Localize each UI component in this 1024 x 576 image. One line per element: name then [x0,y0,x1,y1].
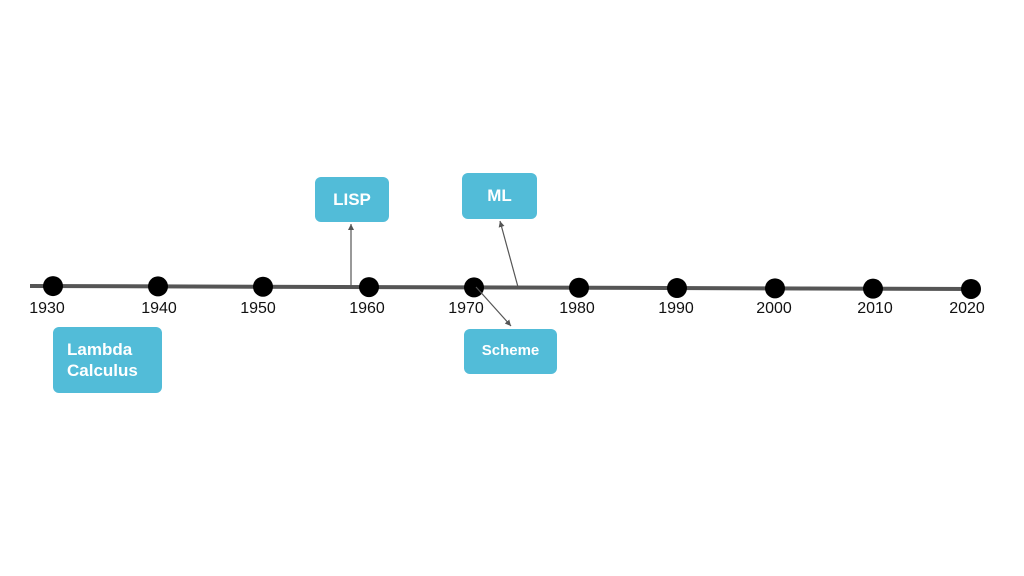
ml-label: ML [487,186,512,206]
lisp-label: LISP [333,189,371,209]
year-label-1930: 1930 [29,300,65,317]
year-label-2010: 2010 [857,300,893,317]
year-label-1970: 1970 [448,300,484,317]
year-label-1980: 1980 [559,300,595,317]
lambda-calculus-label: Lambda Calculus [67,339,138,380]
ml-connector-arrow [498,220,519,288]
scheme-label: Scheme [481,342,540,360]
timeline-dot-1970 [464,277,484,298]
year-label-1940: 1940 [141,300,177,317]
timeline-dot-2000 [765,278,785,299]
scheme-box: Scheme [464,329,557,374]
year-label-2020: 2020 [949,300,985,317]
lisp-box: LISP [315,177,389,222]
timeline-dot-2020 [961,278,981,299]
timeline-dot-1930 [43,276,63,297]
timeline-dots [43,276,981,299]
year-label-1950: 1950 [240,300,276,317]
timeline-dot-1950 [253,276,273,297]
lambda-calculus-box: Lambda Calculus [53,327,162,393]
timeline-dot-1960 [359,277,379,298]
year-label-2000: 2000 [756,300,792,317]
timeline-dot-2010 [863,278,883,299]
timeline-dot-1940 [148,276,168,297]
year-label-1960: 1960 [349,300,385,317]
year-label-1990: 1990 [658,300,694,317]
timeline-dot-1980 [569,277,589,298]
timeline-dot-1990 [667,278,687,299]
timeline-axis-line [29,284,976,291]
ml-box: ML [462,173,537,219]
scheme-connector-arrow [475,286,512,327]
